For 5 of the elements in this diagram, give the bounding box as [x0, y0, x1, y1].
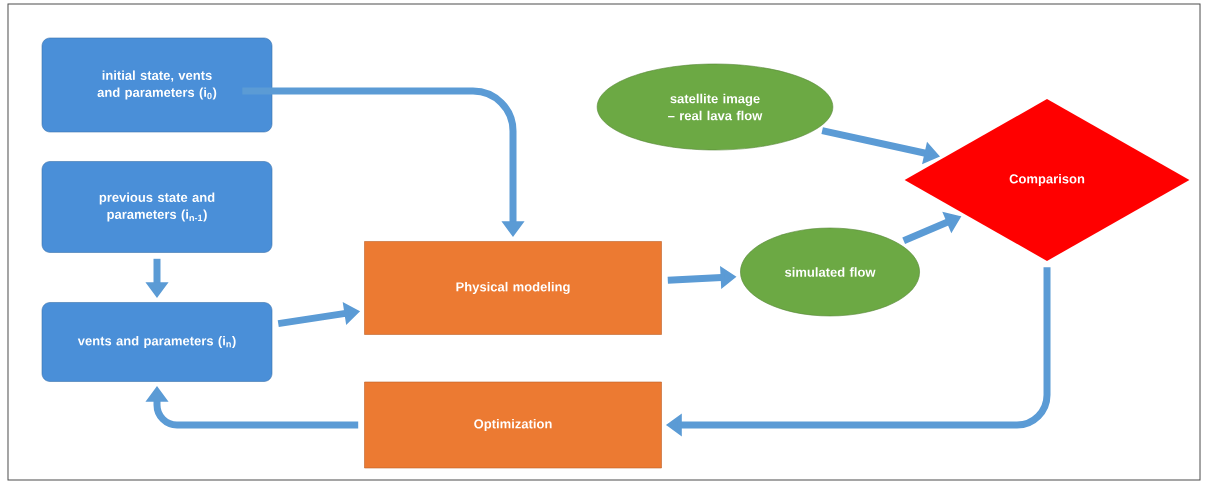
process-box: Physical modeling — [364, 241, 662, 335]
input-box: previous state and parameters (i$_{n-1}$) — [41, 161, 273, 253]
input-box: vents and parameters (i$_{n}$) — [41, 302, 273, 382]
process-box: Optimization — [364, 381, 662, 469]
input-box: initial state, vents and parameters (i$_{0}$) — [41, 37, 273, 133]
